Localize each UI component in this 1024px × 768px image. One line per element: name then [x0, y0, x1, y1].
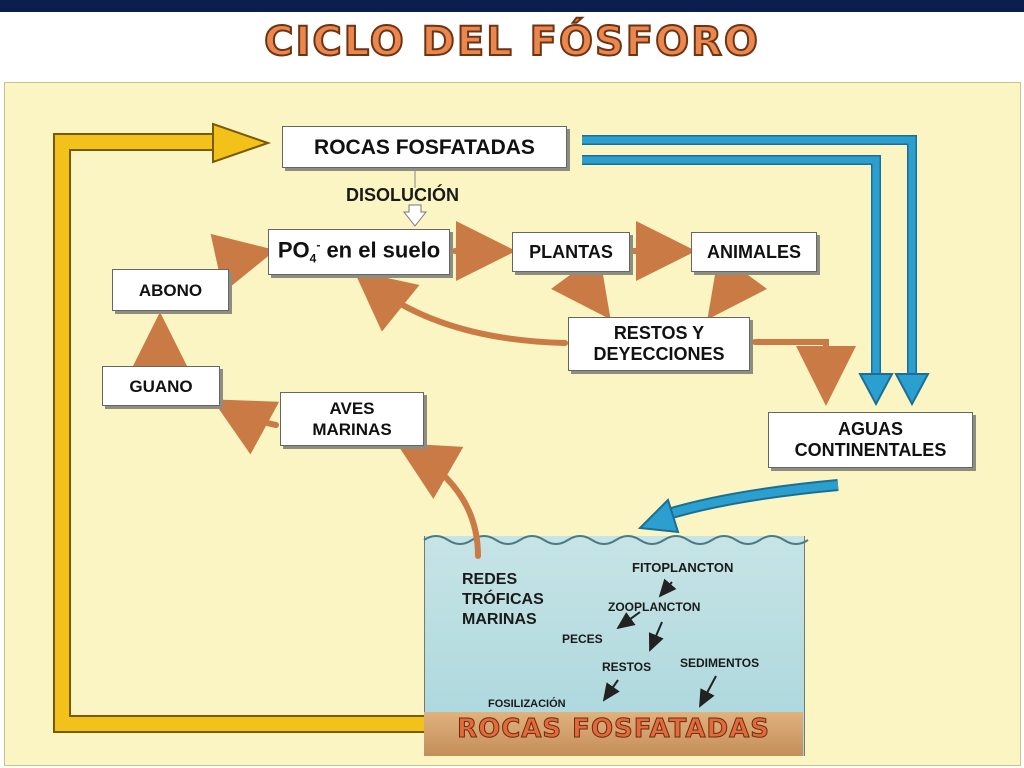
rocas-fosfatadas-bottom-label: ROCAS FOSFATADAS [457, 714, 770, 745]
disolucion-label: DISOLUCIÓN [346, 185, 460, 205]
rocas-fosfatadas-box: ROCAS FOSFATADAS [282, 126, 567, 168]
fosilizacion-label: FOSILIZACIÓN [488, 698, 566, 710]
redes-troficas-label: REDES TRÓFICAS MARINAS [462, 571, 544, 628]
peces-label: PECES [562, 632, 603, 646]
animales-box: ANIMALES [691, 232, 817, 272]
wave-line [423, 535, 809, 545]
top-bar [0, 0, 1024, 12]
ocean-sediment [424, 712, 803, 756]
fitoplancton-label: FITOPLANCTON [632, 560, 734, 575]
abono-box: ABONO [112, 269, 229, 311]
plantas-box: PLANTAS [512, 232, 630, 272]
sedimentos-label: SEDIMENTOS [680, 656, 760, 670]
aguas-continentales-box: AGUAS CONTINENTALES [768, 412, 973, 468]
zooplancton-label: ZOOPLANCTON [608, 600, 701, 614]
disolucion-arrow [402, 168, 428, 227]
phosphate-in-soil-box: PO4- en el suelo [268, 229, 450, 275]
restos-ocean-label: RESTOS [602, 660, 652, 674]
brown-arrows [130, 221, 856, 559]
aves-marinas-box: AVES MARINAS [280, 392, 424, 446]
guano-box: GUANO [102, 366, 220, 406]
yellow-arrowhead [212, 122, 272, 164]
po4-formula: PO4- en el suelo [277, 236, 441, 266]
blue-runoff-arrows [582, 135, 930, 407]
ocean-food-chain-arrows [602, 578, 717, 708]
diagram-title: CICLO DEL FÓSFORO [263, 18, 760, 66]
restos-deyecciones-box: RESTOS Y DEYECCIONES [568, 317, 750, 371]
